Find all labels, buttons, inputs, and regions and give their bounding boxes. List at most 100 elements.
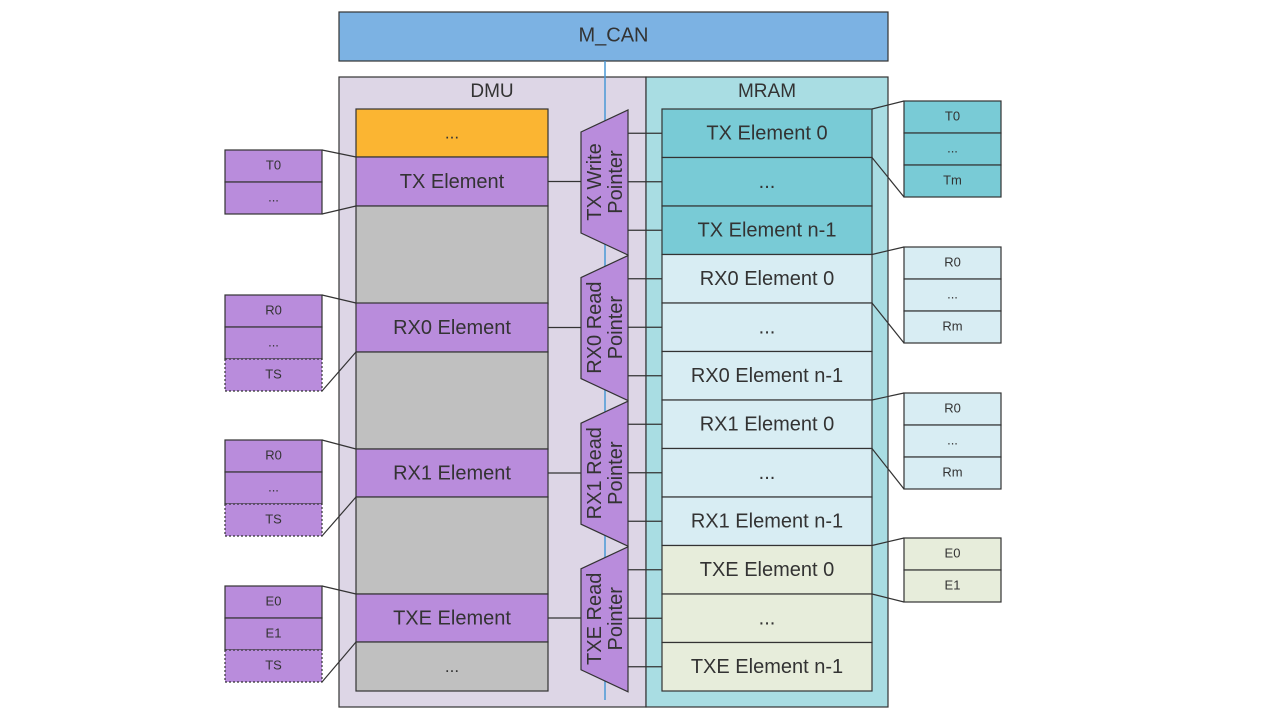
mram-element-label: RX1 Element n-1 bbox=[691, 511, 843, 533]
right-field-cell bbox=[903, 278, 1002, 312]
pointer-label-line2: Pointer bbox=[605, 587, 627, 651]
left-field-label: ... bbox=[268, 479, 279, 494]
left-field-cell bbox=[224, 471, 323, 505]
dmu-block-label: TX Element bbox=[400, 171, 505, 193]
left-field-cell bbox=[224, 149, 323, 183]
dmu-block-label: RX0 Element bbox=[393, 317, 511, 339]
right-field-label: R0 bbox=[944, 254, 961, 269]
dmu-block-label: RX1 Element bbox=[393, 462, 511, 484]
left-field-connector-bottom bbox=[321, 205, 357, 215]
left-field-connector-bottom bbox=[321, 351, 357, 392]
mram-element-label: ... bbox=[759, 462, 776, 484]
dmu-block-spacer bbox=[355, 641, 549, 692]
right-field-label: ... bbox=[947, 432, 958, 447]
right-field-cell bbox=[903, 569, 1002, 603]
left-field-label: TS bbox=[265, 366, 282, 381]
dmu-block-element bbox=[355, 302, 549, 353]
left-field-cell bbox=[224, 358, 323, 392]
mram-element-label: ... bbox=[759, 171, 776, 193]
left-field-cell bbox=[224, 326, 323, 360]
left-field-cell bbox=[224, 294, 323, 328]
mram-element bbox=[661, 108, 873, 159]
dmu-block-label: TXE Element bbox=[393, 607, 511, 629]
left-field-label: E1 bbox=[266, 625, 282, 640]
right-field-cell bbox=[903, 537, 1002, 571]
pointer-label-line1: RX1 Read bbox=[584, 427, 606, 519]
right-field-label: ... bbox=[947, 140, 958, 155]
right-field-label: Rm bbox=[942, 318, 962, 333]
pointer-label-line1: TX Write bbox=[584, 143, 606, 220]
pointer-label-line1: RX0 Read bbox=[584, 281, 606, 373]
right-field-cell bbox=[903, 310, 1002, 344]
left-field-connector-top bbox=[321, 294, 357, 304]
mram-element-label: RX0 Element n-1 bbox=[691, 365, 843, 387]
right-field-cell bbox=[903, 456, 1002, 490]
left-field-connector-top bbox=[321, 585, 357, 595]
right-field-connector-top bbox=[871, 392, 905, 401]
mram-element bbox=[661, 399, 873, 450]
left-field-cell bbox=[224, 439, 323, 473]
pointer-trapezoid bbox=[580, 545, 629, 693]
right-field-label: E0 bbox=[945, 545, 961, 560]
mram-element bbox=[661, 205, 873, 256]
right-field-connector-bottom bbox=[871, 593, 905, 603]
left-field-cell bbox=[224, 181, 323, 215]
right-field-label: R0 bbox=[944, 400, 961, 415]
mram-element-label: ... bbox=[759, 608, 776, 630]
right-field-label: Tm bbox=[943, 172, 962, 187]
right-field-connector-bottom bbox=[871, 157, 905, 198]
right-field-connector-bottom bbox=[871, 448, 905, 490]
pointer-label-line1: TXE Read bbox=[584, 573, 606, 665]
mcan-block bbox=[338, 11, 889, 62]
mram-element bbox=[661, 253, 873, 304]
dmu-block-label: ... bbox=[445, 657, 459, 676]
mram-element-label: TX Element 0 bbox=[706, 123, 827, 145]
left-field-connector-bottom bbox=[321, 496, 357, 537]
mram-element bbox=[661, 447, 873, 498]
dmu-block-element bbox=[355, 448, 549, 498]
left-field-label: ... bbox=[268, 334, 279, 349]
mram-element-label: TXE Element n-1 bbox=[691, 656, 843, 678]
left-field-label: ... bbox=[268, 189, 279, 204]
mram-element-label: RX0 Element 0 bbox=[700, 268, 835, 290]
left-field-connector-top bbox=[321, 149, 357, 158]
dmu-block-spacer bbox=[355, 351, 549, 450]
right-field-connector-top bbox=[871, 246, 905, 256]
pointer-label-line2: Pointer bbox=[605, 441, 627, 505]
right-field-connector-top bbox=[871, 100, 905, 110]
left-field-label: TS bbox=[265, 657, 282, 672]
dmu-block-label: ... bbox=[445, 123, 459, 142]
left-field-label: T0 bbox=[266, 157, 281, 172]
left-field-label: TS bbox=[265, 511, 282, 526]
right-field-connector-top bbox=[871, 537, 905, 547]
left-field-cell bbox=[224, 585, 323, 619]
right-field-label: Rm bbox=[942, 464, 962, 479]
mram-element-label: TXE Element 0 bbox=[700, 559, 835, 581]
right-field-connector-bottom bbox=[871, 302, 905, 344]
left-field-label: R0 bbox=[265, 302, 282, 317]
mram-element bbox=[661, 156, 873, 207]
left-field-connector-top bbox=[321, 439, 357, 450]
right-field-cell bbox=[903, 392, 1002, 426]
left-field-cell bbox=[224, 649, 323, 683]
left-field-cell bbox=[224, 503, 323, 537]
right-field-cell bbox=[903, 164, 1002, 198]
right-field-label: T0 bbox=[945, 108, 960, 123]
dmu-block-spacer bbox=[355, 496, 549, 595]
dmu-block-header bbox=[355, 108, 549, 158]
pointer-label-line2: Pointer bbox=[605, 150, 627, 214]
dmu-block-element bbox=[355, 593, 549, 643]
right-field-label: E1 bbox=[945, 577, 961, 592]
mram-element-label: TX Element n-1 bbox=[698, 220, 837, 242]
mram-element bbox=[661, 641, 873, 692]
right-field-label: ... bbox=[947, 286, 958, 301]
mram-element bbox=[661, 302, 873, 353]
left-field-label: E0 bbox=[266, 593, 282, 608]
mram-element-label: ... bbox=[759, 317, 776, 339]
dmu-block-spacer bbox=[355, 205, 549, 305]
